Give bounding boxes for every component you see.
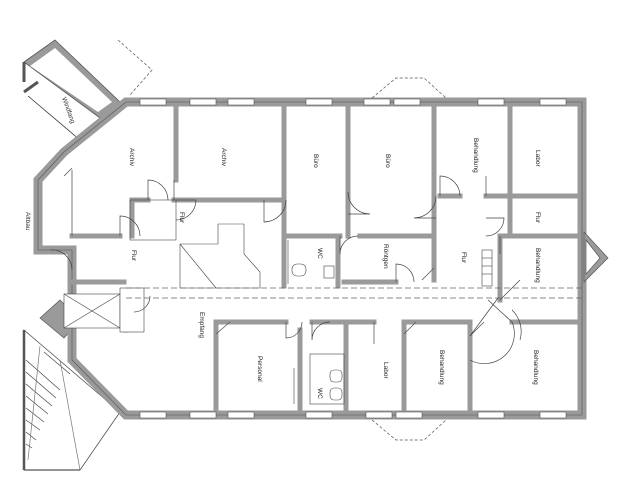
label-flur-upper: Flur (178, 212, 185, 224)
chamfers (63, 167, 485, 337)
label-wc-upper: WC (316, 248, 323, 259)
label-wc-lower: WC (316, 388, 323, 399)
label-labor-lower: Labor (382, 362, 389, 379)
windfang-annex (22, 39, 153, 141)
label-archiv-2: Archiv (220, 148, 227, 167)
label-empfang: Empfang (198, 312, 205, 338)
label-buero-2: Büro (384, 154, 391, 168)
dashed-line (126, 287, 582, 299)
label-labor-top: Labor (534, 150, 541, 167)
bay-windows (371, 77, 609, 441)
label-behandlung-right: Behandlung (534, 248, 541, 283)
label-archiv-1: Archiv (128, 148, 135, 167)
door-swings (49, 175, 522, 364)
label-roentgen: Röntgen (382, 244, 389, 269)
label-flur-left: Flur (130, 250, 137, 262)
bottom-windows (139, 411, 567, 419)
detail-lines (63, 199, 493, 405)
label-flur-center: Flur (460, 252, 467, 264)
label-altbau: Altbau (24, 212, 31, 231)
top-windows (139, 98, 567, 106)
label-windfang: Windfang (60, 96, 76, 125)
label-behandlung-top: Behandlung (472, 138, 479, 173)
label-personal: Personal (256, 356, 263, 382)
label-flur-right-top: Flur (534, 212, 541, 224)
label-behandlung-lower-1: Behandlung (438, 350, 445, 385)
label-buero-1: Büro (312, 154, 319, 168)
label-behandlung-lower-2: Behandlung (532, 350, 539, 385)
